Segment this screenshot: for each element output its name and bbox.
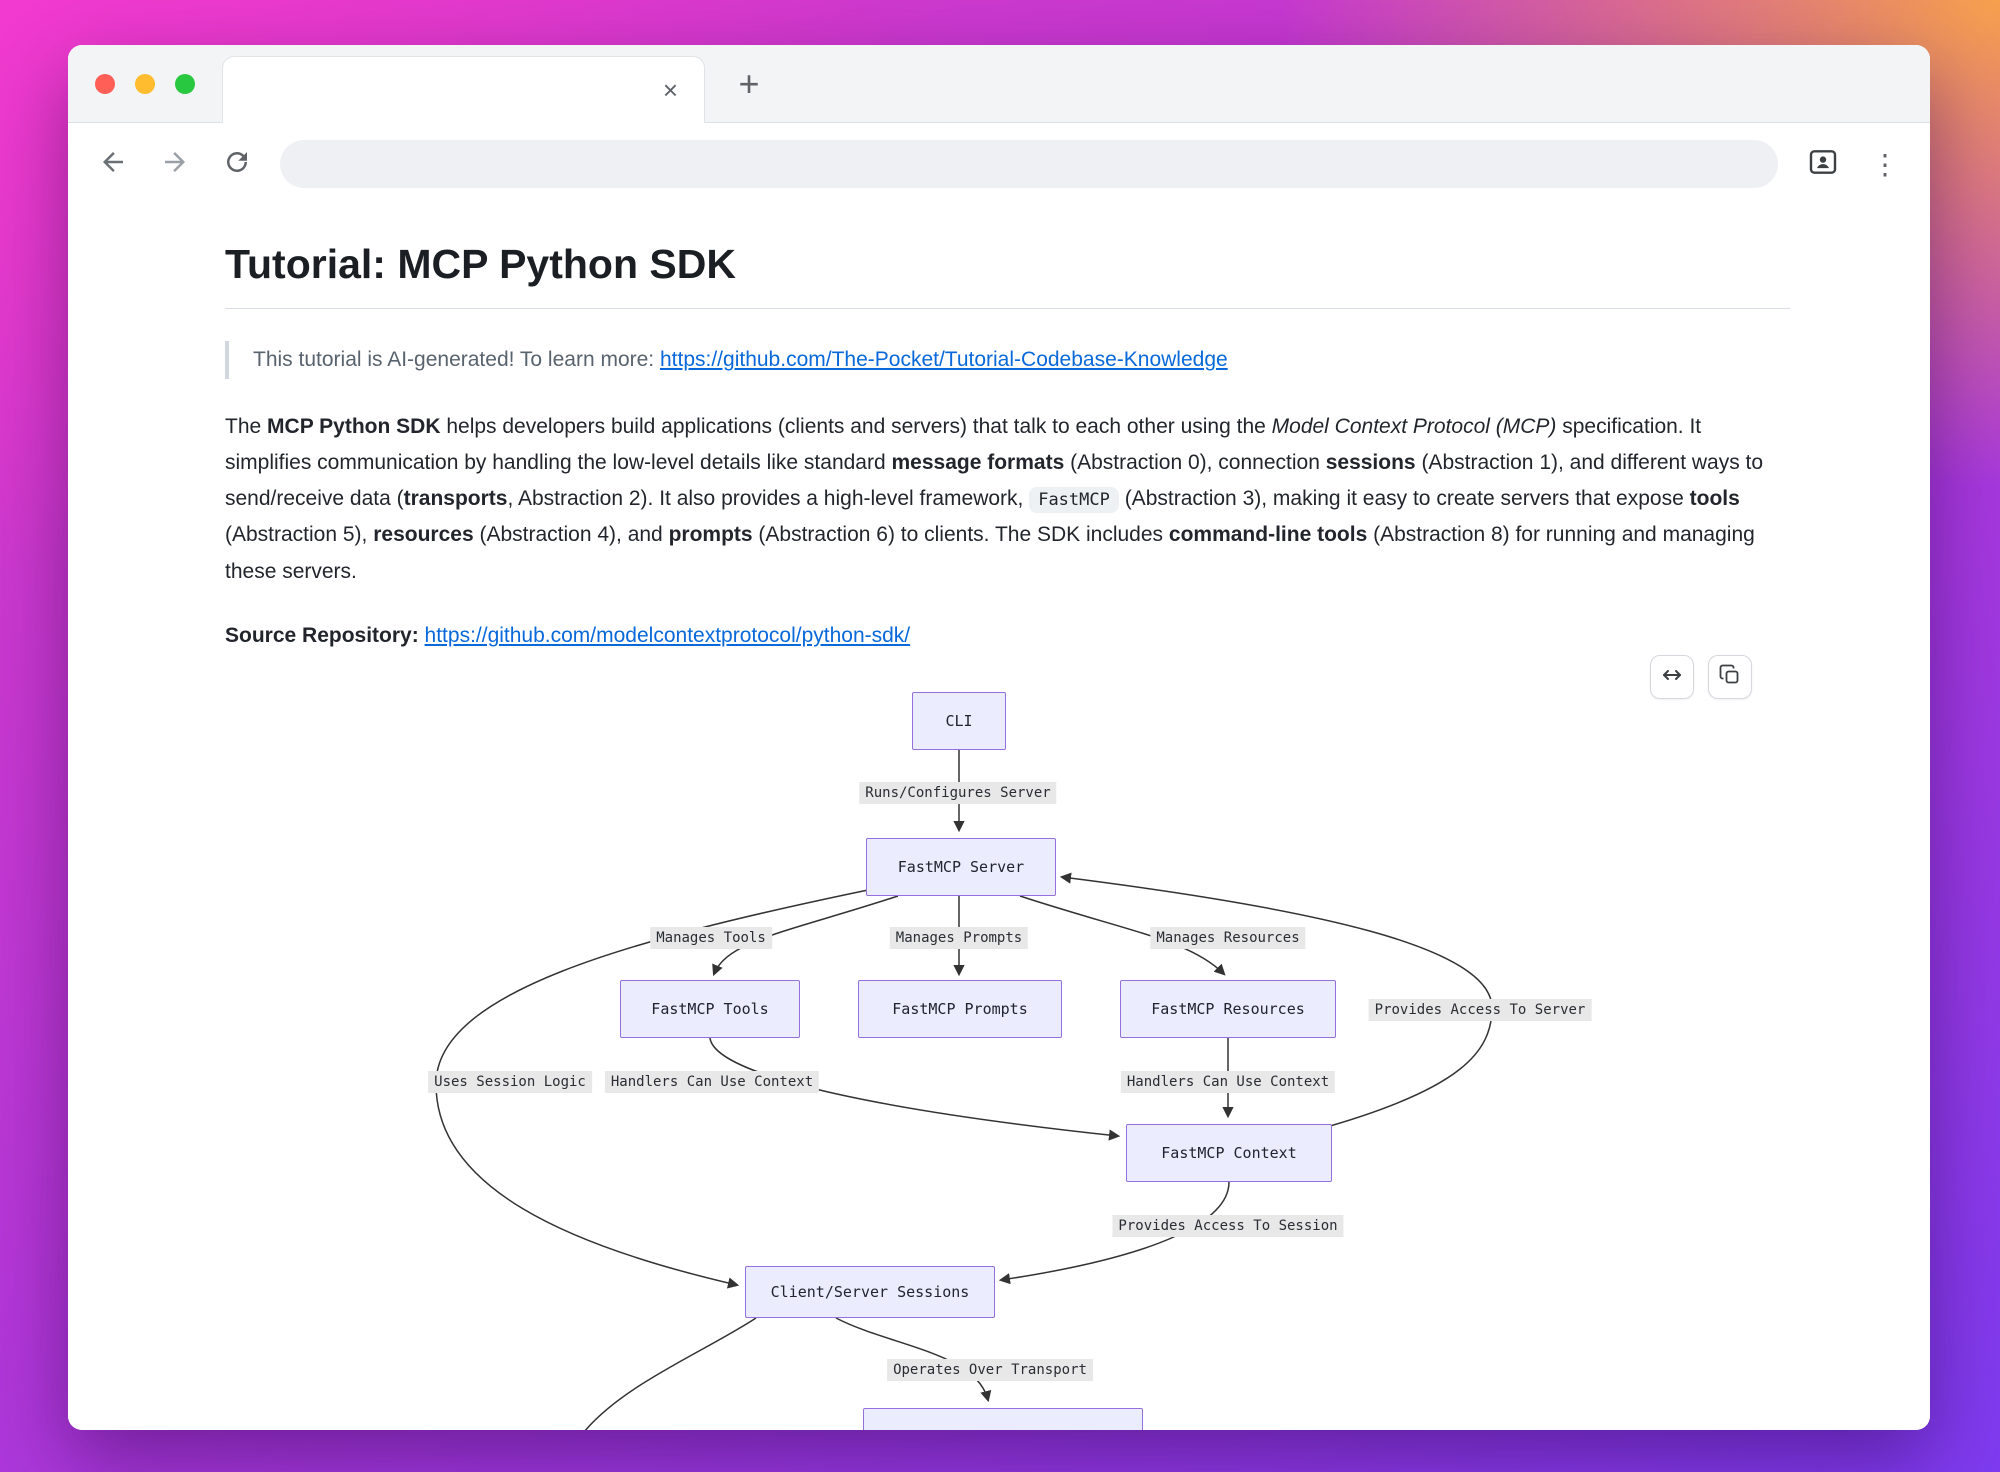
intro-text-segment: (Abstraction 4), and (473, 523, 669, 547)
source-repository-line: Source Repository: https://github.com/mo… (225, 624, 1790, 648)
maximize-window-button[interactable] (175, 73, 195, 94)
intro-text-segment: message formats (891, 450, 1065, 474)
intro-text-segment: (Abstraction 8) for running and managing… (225, 523, 1755, 583)
callout-text: This tutorial is AI-generated! To learn … (253, 348, 660, 371)
traffic-lights (95, 45, 195, 122)
diagram-edge-label: Handlers Can Use Context (1120, 1071, 1336, 1093)
intro-text-segment: sessions (1325, 450, 1416, 474)
diagram-toolbar (1650, 655, 1752, 699)
page-content: Tutorial: MCP Python SDK This tutorial i… (68, 205, 1930, 1430)
intro-text-segment: specification. It simplifies communicati… (225, 414, 1702, 474)
diagram-node-prompts: FastMCP Prompts (858, 980, 1062, 1038)
reload-button[interactable] (218, 145, 256, 183)
tab-strip: × + (68, 45, 1930, 123)
intro-text-segment: (Abstraction 5), (225, 523, 374, 547)
document-body: Tutorial: MCP Python SDK This tutorial i… (68, 205, 1930, 648)
forward-arrow-icon (160, 147, 190, 182)
intro-text-segment: (Abstraction 6) to clients. The SDK incl… (752, 523, 1169, 547)
tab-close-icon[interactable]: × (662, 75, 678, 105)
close-window-button[interactable] (95, 73, 115, 94)
browser-menu-button[interactable]: ⋮ (1866, 145, 1904, 183)
source-repository-label: Source Repository: (225, 624, 425, 648)
tutorial-codebase-knowledge-link[interactable]: https://github.com/The-Pocket/Tutorial-C… (659, 348, 1228, 371)
kebab-menu-icon: ⋮ (1871, 148, 1899, 180)
intro-text-segment: resources (373, 523, 474, 547)
expand-horizontal-icon (1660, 663, 1684, 692)
address-bar-input[interactable] (280, 140, 1778, 188)
diagram-node-resources: FastMCP Resources (1120, 980, 1336, 1038)
diagram-node-cli: CLI (912, 692, 1006, 750)
reload-icon (222, 147, 252, 182)
diagram-edge-label: Handlers Can Use Context (604, 1071, 820, 1093)
diagram-node-transport (863, 1408, 1143, 1430)
intro-text-segment: tools (1689, 487, 1740, 511)
intro-text-segment: The (225, 414, 268, 438)
diagram-edge-label: Manages Tools (650, 927, 772, 949)
copy-icon (1718, 663, 1742, 692)
minimize-window-button[interactable] (135, 73, 155, 94)
page-title: Tutorial: MCP Python SDK (225, 241, 1790, 309)
intro-text-segment: (Abstraction 1), and different ways to s… (225, 450, 1764, 511)
copy-diagram-button[interactable] (1708, 655, 1752, 699)
source-repository-link[interactable]: https://github.com/modelcontextprotocol/… (424, 624, 911, 648)
back-arrow-icon (98, 147, 128, 182)
intro-text-segment: MCP Python SDK (267, 414, 441, 438)
diagram-edge-label: Operates Over Transport (887, 1359, 1093, 1381)
diagram-edge-label: Provides Access To Server (1368, 999, 1592, 1021)
intro-text-segment: command-line tools (1168, 523, 1368, 547)
diagram-edge (1059, 872, 1493, 1127)
intro-text-segment: (Abstraction 0), connection (1064, 450, 1326, 474)
intro-text-segment: FastMCP (1029, 487, 1119, 514)
profile-card-icon (1807, 146, 1839, 183)
diagram-edge (835, 1317, 992, 1403)
expand-diagram-button[interactable] (1650, 655, 1694, 699)
diagram-edge-label: Uses Session Logic (428, 1071, 592, 1093)
intro-text-segment: Model Context Protocol (MCP) (1271, 414, 1557, 438)
intro-text-segment: prompts (668, 523, 753, 547)
intro-text-segment: helps developers build applications (cli… (440, 414, 1272, 438)
profile-button[interactable] (1804, 145, 1842, 183)
diagram-edge-label: Provides Access To Session (1112, 1215, 1344, 1237)
diagram-edge-label: Manages Prompts (889, 927, 1029, 949)
browser-toolbar: ⋮ (68, 123, 1930, 205)
diagram-node-sessions: Client/Server Sessions (745, 1266, 995, 1318)
diagram-node-context: FastMCP Context (1126, 1124, 1332, 1182)
intro-paragraph: The MCP Python SDK helps developers buil… (225, 409, 1790, 591)
intro-text-segment: (Abstraction 3), making it easy to creat… (1118, 487, 1690, 511)
diagram-edge (584, 1317, 757, 1430)
intro-text-segment: transports (403, 487, 508, 511)
new-tab-button[interactable]: + (738, 62, 760, 104)
intro-text-segment: , Abstraction 2). It also provides a hig… (507, 487, 1030, 511)
diagram-edge-label: Runs/Configures Server (859, 782, 1057, 804)
diagram-node-server: FastMCP Server (866, 838, 1056, 896)
browser-window: × + (68, 45, 1930, 1430)
diagram-node-tools: FastMCP Tools (620, 980, 800, 1038)
back-button[interactable] (94, 145, 132, 183)
forward-button[interactable] (156, 145, 194, 183)
diagram-edge-label: Manages Resources (1150, 927, 1306, 949)
browser-tab[interactable]: × (222, 56, 705, 123)
ai-generated-callout: This tutorial is AI-generated! To learn … (225, 341, 1790, 379)
